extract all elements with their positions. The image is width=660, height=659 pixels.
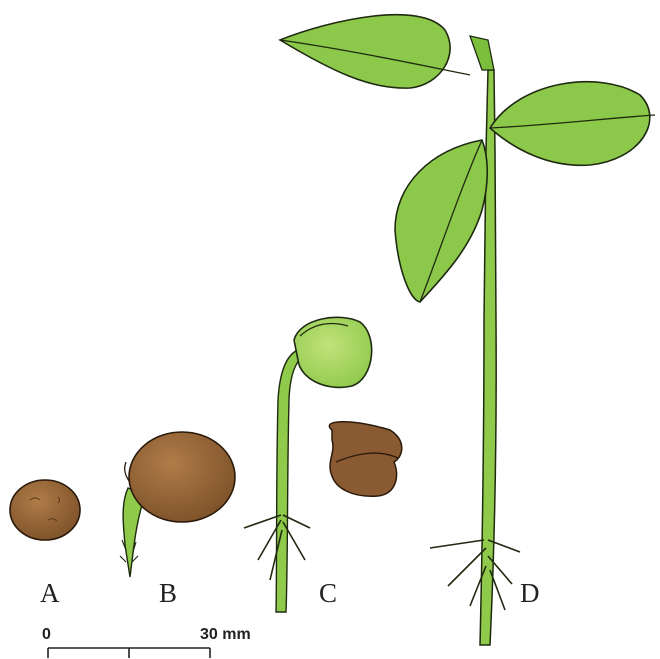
stage-c-seedling	[244, 317, 402, 612]
scale-bar	[48, 648, 210, 658]
stage-label-d: D	[520, 578, 540, 609]
stage-b-germinating-seed	[120, 432, 235, 577]
scale-end-label: 30 mm	[200, 626, 251, 644]
stage-label-b: B	[159, 578, 177, 609]
stage-label-c: C	[319, 578, 337, 609]
scale-start-label: 0	[42, 626, 51, 644]
stage-label-a: A	[40, 578, 60, 609]
stage-a-seed	[10, 480, 80, 540]
